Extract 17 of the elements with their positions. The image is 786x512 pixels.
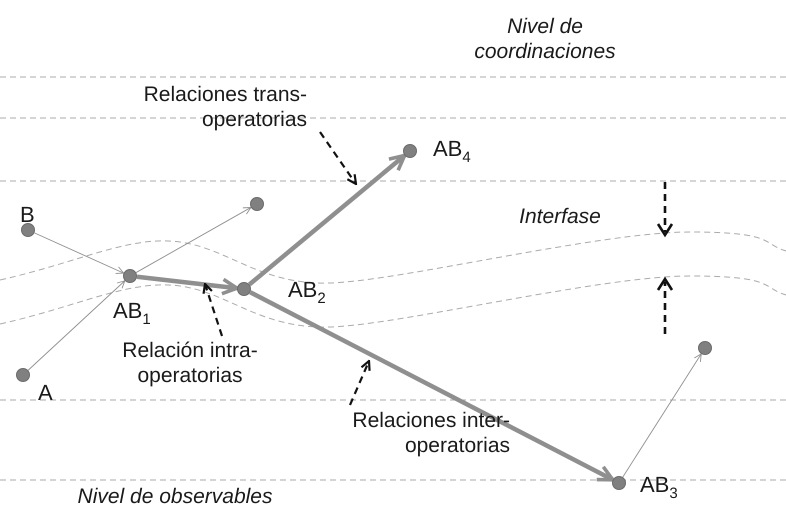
point-label: AB$_{3}$ — [640, 474, 678, 501]
relation-label: Relaciones inter- operatorias — [285, 408, 510, 458]
point-dot — [16, 368, 30, 382]
point-dot — [403, 144, 417, 158]
point-dot — [698, 341, 712, 355]
point-dot — [250, 197, 264, 211]
point-label: AB$_{4}$ — [433, 138, 471, 165]
point-label: B — [20, 204, 35, 226]
relation-label: Relación intra- operatorias — [100, 338, 280, 388]
point-dot — [612, 476, 626, 490]
relation-label: Relaciones trans- operatorias — [82, 82, 307, 132]
level-label: Nivel de observables — [76, 484, 274, 510]
point-label: A — [38, 382, 53, 404]
point-label: AB$_{1}$ — [113, 300, 151, 327]
point-label: AB$_{2}$ — [288, 279, 326, 306]
level-label: Interfase — [518, 204, 602, 230]
level-label: Nivel de coordinaciones — [473, 14, 617, 64]
